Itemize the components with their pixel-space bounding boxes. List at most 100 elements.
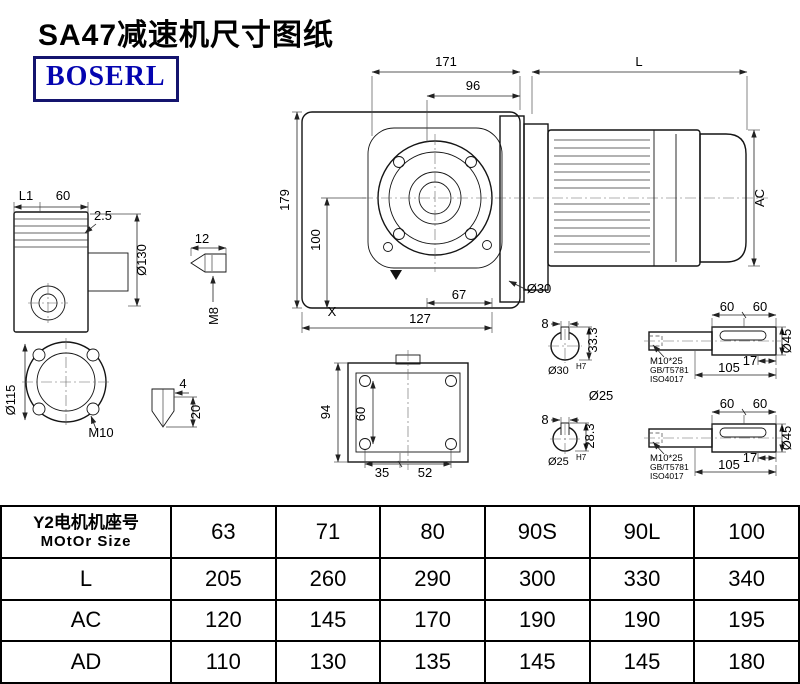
dim-L1-60: L1 60 xyxy=(13,188,89,213)
table-cell: 170 xyxy=(379,598,486,643)
dim-d130-label: Ø130 xyxy=(134,244,149,276)
table-cell: 120 xyxy=(170,598,277,643)
shaft-bottom-dim-45-label: Ø45 xyxy=(779,426,794,451)
mark-X-label: X xyxy=(328,304,337,319)
brand-logo: BOSERL xyxy=(33,56,179,102)
row-label: L xyxy=(0,557,172,601)
dim-M8-label: M8 xyxy=(206,307,221,325)
dim-d30-callout: Ø30 xyxy=(508,280,552,296)
shaft-top-std2-label: ISO4017 xyxy=(650,374,684,384)
shaft-top-dim-17-label: 17 xyxy=(743,353,757,368)
dim-d25-label: Ø25 xyxy=(589,388,614,403)
table-row-L: L 205 260 290 300 330 340 xyxy=(0,557,800,601)
section-bore-30: 8 33.3 Ø30 H7 xyxy=(541,316,600,377)
dim-8-top-label: 8 xyxy=(541,316,548,331)
table-cell: 80 xyxy=(379,505,486,559)
dim-28-3-label: 28.3 xyxy=(582,423,597,448)
row-label: AC xyxy=(0,598,172,643)
table-cell: 90S xyxy=(483,505,591,559)
shaft-bottom-std2-label: ISO4017 xyxy=(650,471,684,481)
dim-96: 96 xyxy=(426,78,521,142)
brand-logo-text: BOSERL xyxy=(46,61,166,92)
dim-179: 179 xyxy=(277,111,302,309)
dim-33-3-label: 33.3 xyxy=(585,327,600,352)
dim-d30-label: Ø30 xyxy=(527,281,552,296)
view-flange-circle: Ø115 M10 xyxy=(3,338,114,440)
dim-60-left-label: 60 xyxy=(56,188,70,203)
dim-d25h7-label: Ø25 xyxy=(548,456,569,468)
table-cell: 130 xyxy=(274,640,382,684)
technical-drawing: L1 60 2.5 Ø130 12 M8 xyxy=(3,54,794,481)
table-cell: 290 xyxy=(379,557,486,601)
shaft-bottom-thread-label: M10*25 xyxy=(650,453,683,464)
table-cell: 260 xyxy=(274,557,382,601)
dim-d30h7-label: Ø30 xyxy=(548,365,569,377)
dim-96-label: 96 xyxy=(466,78,480,93)
dim-67-label: 67 xyxy=(452,287,466,302)
table-cell: 190 xyxy=(588,598,696,643)
dim-AC: AC xyxy=(748,129,767,267)
dim-20-label: 20 xyxy=(188,405,203,419)
motor-size-header: Y2电机机座号 MOtOr Size xyxy=(0,505,172,559)
page-title: SA47减速机尺寸图纸 xyxy=(38,19,335,52)
dim-94-label: 94 xyxy=(318,405,333,419)
view-side-left xyxy=(13,211,129,333)
shaft-top-dim-60b-label: 60 xyxy=(753,299,767,314)
row-label: AD xyxy=(0,640,172,684)
table-cell: 190 xyxy=(483,598,591,643)
dim-AC-label: AC xyxy=(752,189,767,207)
table-cell: 145 xyxy=(483,640,591,684)
dim-d30h7-sup: H7 xyxy=(576,362,587,371)
shaft-bottom-dim-105-label: 105 xyxy=(718,457,740,472)
table-cell: 205 xyxy=(170,557,277,601)
dim-d130: Ø130 xyxy=(90,213,149,307)
motor-size-header-cn: Y2电机机座号 xyxy=(33,513,139,532)
view-front-motor xyxy=(499,115,747,303)
section-bore-25: 8 28.3 Ø25 H7 Ø25 xyxy=(541,388,613,468)
shaft-top-thread-label: M10*25 xyxy=(650,356,683,367)
dim-2-5-label: 2.5 xyxy=(94,208,112,223)
table-cell: 145 xyxy=(588,640,696,684)
dim-94: 94 xyxy=(318,362,348,463)
dim-M10-label: M10 xyxy=(88,425,113,440)
dim-2-5: 2.5 xyxy=(84,208,112,234)
dim-8-bottom-label: 8 xyxy=(541,412,548,427)
dim-4-label: 4 xyxy=(179,376,186,391)
table-cell: 90L xyxy=(588,505,696,559)
dim-L1-label: L1 xyxy=(19,188,33,203)
shaft-detail-top: 60 60 M10*25 GB/T5781 ISO4017 17 105 Ø45 xyxy=(644,299,794,384)
dim-35-label: 35 xyxy=(375,465,389,480)
key-detail: 4 20 xyxy=(151,376,203,428)
table-cell: 71 xyxy=(274,505,382,559)
dim-100: 100 xyxy=(308,197,366,309)
dim-52-label: 52 xyxy=(418,465,432,480)
shaft-top-dim-105-label: 105 xyxy=(718,360,740,375)
dim-60-bottom: 60 xyxy=(353,380,376,445)
dim-171-label: 171 xyxy=(435,54,457,69)
shaft-bottom-dim-60a-label: 60 xyxy=(720,396,734,411)
table-cell: 195 xyxy=(693,598,800,643)
dim-d25h7-sup: H7 xyxy=(576,453,587,462)
table-cell: 110 xyxy=(170,640,277,684)
table-cell: 340 xyxy=(693,557,800,601)
shaft-top-dim-60a-label: 60 xyxy=(720,299,734,314)
table-cell: 300 xyxy=(483,557,591,601)
table-cell: 180 xyxy=(693,640,800,684)
table-cell: 330 xyxy=(588,557,696,601)
shaft-bottom-std1-label: GB/T5781 xyxy=(650,462,689,472)
table-cell: 135 xyxy=(379,640,486,684)
dim-L-label: L xyxy=(635,54,642,69)
table-cell: 63 xyxy=(170,505,277,559)
dim-60-bottom-label: 60 xyxy=(353,407,368,421)
dim-67: 67 xyxy=(426,287,493,309)
grease-nipple-detail: 12 M8 xyxy=(190,231,227,325)
dim-179-label: 179 xyxy=(277,189,292,211)
dim-35-52: 35 52 xyxy=(364,450,452,480)
dim-171: 171 xyxy=(371,54,521,136)
dim-100-label: 100 xyxy=(308,229,323,251)
dim-L: L xyxy=(531,54,748,130)
table-cell: 100 xyxy=(693,505,800,559)
table-cell: 145 xyxy=(274,598,382,643)
dim-12-label: 12 xyxy=(195,231,209,246)
